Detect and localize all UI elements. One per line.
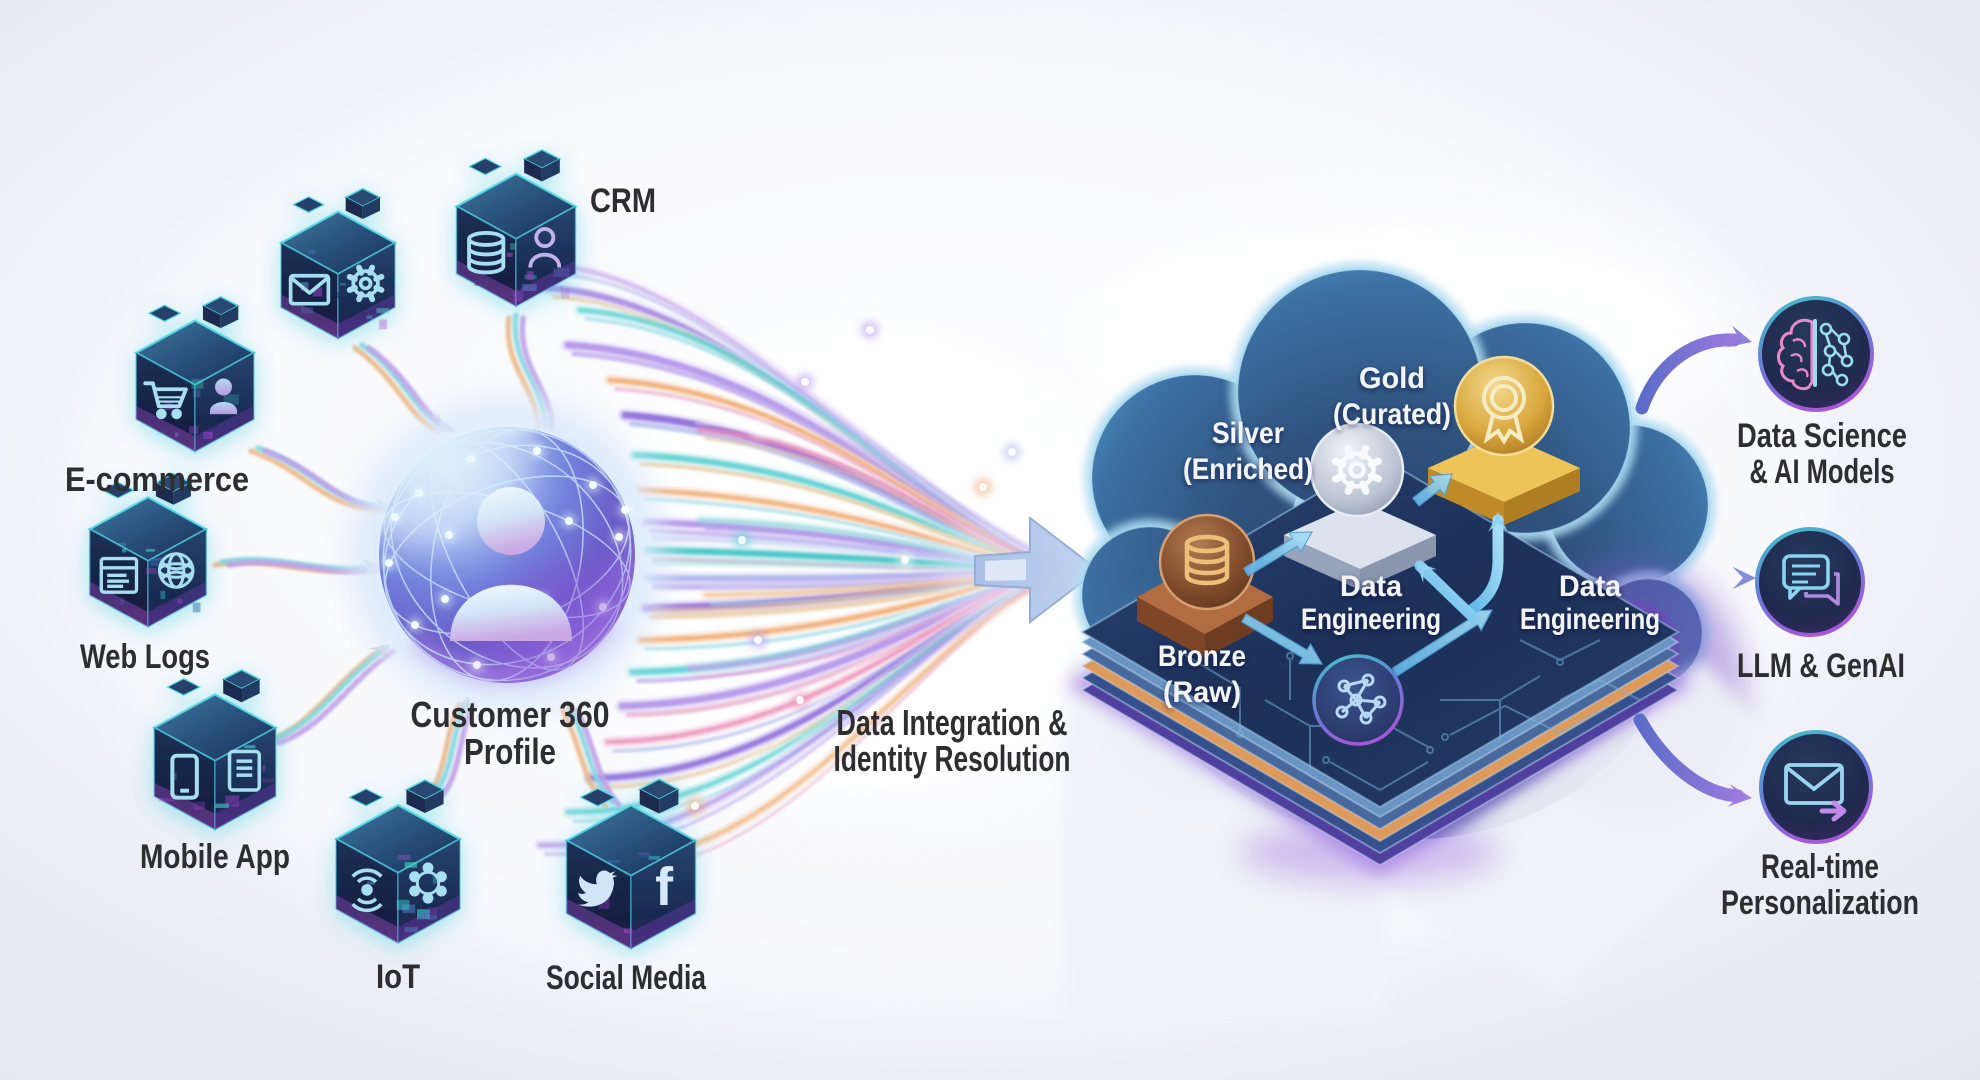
svg-text:Data Science: Data Science: [1737, 417, 1907, 455]
svg-text:Social Media: Social Media: [546, 959, 707, 997]
svg-text:Personalization: Personalization: [1721, 884, 1919, 922]
svg-text:CRM: CRM: [590, 182, 656, 220]
svg-text:E-commerce: E-commerce: [65, 461, 249, 499]
svg-text:LLM & GenAI: LLM & GenAI: [1737, 647, 1905, 685]
svg-text:(Raw): (Raw): [1163, 676, 1241, 709]
svg-text:Web Logs: Web Logs: [80, 638, 210, 676]
svg-text:Mobile App: Mobile App: [140, 838, 290, 876]
svg-text:f: f: [655, 857, 674, 917]
svg-text:Identity Resolution: Identity Resolution: [834, 738, 1071, 779]
svg-text:Data Integration &: Data Integration &: [837, 702, 1068, 743]
svg-text:Silver: Silver: [1212, 417, 1284, 450]
svg-text:Data: Data: [1340, 570, 1402, 603]
svg-text:Engineering: Engineering: [1520, 603, 1660, 636]
svg-text:Data: Data: [1559, 570, 1621, 603]
svg-text:Customer 360: Customer 360: [411, 694, 610, 735]
svg-text:(Enriched): (Enriched): [1183, 453, 1313, 486]
svg-text:Profile: Profile: [464, 731, 556, 772]
svg-text:Real-time: Real-time: [1761, 848, 1879, 886]
svg-text:& AI Models: & AI Models: [1750, 453, 1895, 491]
svg-text:Bronze: Bronze: [1158, 640, 1246, 673]
svg-text:IoT: IoT: [376, 958, 420, 996]
svg-text:Engineering: Engineering: [1301, 603, 1441, 636]
svg-text:Gold: Gold: [1359, 362, 1425, 395]
svg-text:(Curated): (Curated): [1333, 398, 1451, 431]
